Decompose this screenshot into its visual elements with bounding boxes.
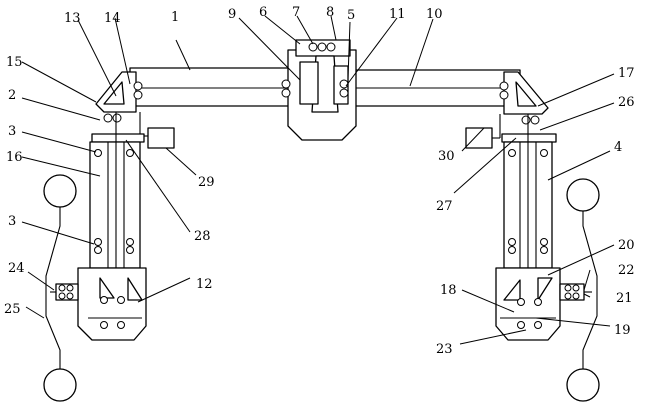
label-29: 29 <box>198 175 215 190</box>
bearing-2a <box>104 114 112 122</box>
left-hub-housing <box>78 268 146 340</box>
left-wheel-bottom <box>44 369 76 401</box>
bearing-17b <box>500 91 508 99</box>
label-6: 6 <box>259 5 267 20</box>
label-27: 27 <box>436 199 453 214</box>
bearing-7b <box>318 43 326 51</box>
label-3-lower: 3 <box>8 214 16 229</box>
label-11: 11 <box>389 7 406 22</box>
label-12: 12 <box>196 277 213 292</box>
bearing-9 <box>282 80 290 88</box>
label-22: 22 <box>618 263 635 278</box>
left-corner-gearbox <box>96 72 142 122</box>
label-16: 16 <box>6 150 23 165</box>
motor-30 <box>466 128 492 148</box>
right-corner-gearbox <box>500 72 548 124</box>
label-15: 15 <box>6 55 23 70</box>
bearing-11b <box>340 89 348 97</box>
bearing-26b <box>531 116 539 124</box>
left-flange <box>92 134 144 142</box>
right-wheel-bottom <box>567 369 599 401</box>
label-9: 9 <box>228 7 236 22</box>
bearing-2b <box>113 114 121 122</box>
label-13: 13 <box>64 11 81 26</box>
bearing-14a <box>134 82 142 90</box>
right-wheel-gearbox <box>496 268 592 340</box>
label-24: 24 <box>8 261 25 276</box>
left-wheel-gearbox <box>50 268 146 340</box>
label-21: 21 <box>616 291 633 306</box>
bearing-26a <box>522 116 530 124</box>
label-17: 17 <box>618 66 635 81</box>
label-7: 7 <box>292 5 300 20</box>
label-14: 14 <box>104 11 121 26</box>
bearing-9b <box>282 89 290 97</box>
label-19: 19 <box>614 323 631 338</box>
beam-left-section <box>130 68 290 106</box>
bearing-11 <box>340 80 348 88</box>
label-26: 26 <box>618 95 635 110</box>
bearing-7a <box>309 43 317 51</box>
label-5: 5 <box>347 8 355 23</box>
label-23: 23 <box>436 342 453 357</box>
central-gearbox <box>282 40 356 140</box>
bearing-14b <box>134 91 142 99</box>
label-1: 1 <box>171 10 179 25</box>
label-28: 28 <box>194 229 211 244</box>
label-10: 10 <box>426 7 443 22</box>
gear-housing-9 <box>300 62 318 104</box>
left-wheel-top <box>44 175 76 207</box>
label-4: 4 <box>614 140 622 155</box>
motor-29 <box>148 128 174 148</box>
right-flange <box>502 134 556 142</box>
label-20: 20 <box>618 238 635 253</box>
right-axle-bearing-block <box>560 284 584 300</box>
bearing-17a <box>500 82 508 90</box>
right-wheel-link <box>583 211 597 369</box>
bearing-7c <box>327 43 335 51</box>
right-wheel-top <box>567 179 599 211</box>
label-3-upper: 3 <box>8 124 16 139</box>
label-25: 25 <box>4 302 21 317</box>
label-2: 2 <box>8 88 16 103</box>
label-30: 30 <box>438 149 455 164</box>
label-18: 18 <box>440 283 457 298</box>
label-8: 8 <box>326 5 334 20</box>
